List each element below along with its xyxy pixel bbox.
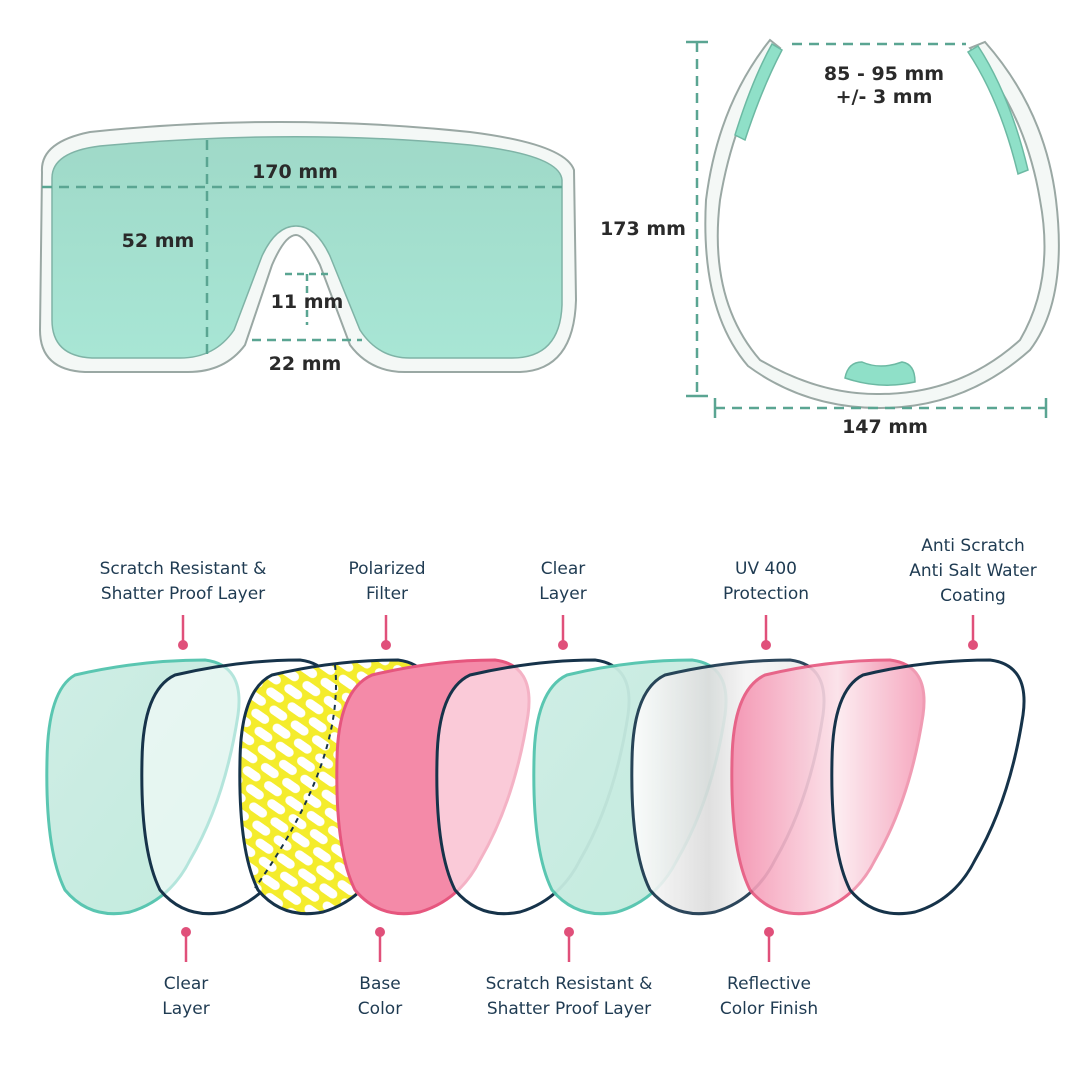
label-uv400-2: Protection [723, 584, 809, 604]
front-lens [51, 136, 563, 359]
top-layer-labels: Scratch Resistant & Shatter Proof Layer … [100, 536, 1037, 606]
label-polarized-2: Filter [366, 584, 408, 604]
label-anti-scratch-1: Anti Scratch [921, 536, 1025, 556]
pointer-dot [178, 640, 188, 650]
pointer-dot [381, 640, 391, 650]
label-scratch-resistant-top-2: Shatter Proof Layer [101, 584, 265, 604]
label-clear-bottom-2: Layer [162, 999, 209, 1019]
front-height-label: 52 mm [122, 230, 195, 252]
label-clear-bottom-1: Clear [164, 974, 208, 994]
pointer-dot [564, 927, 574, 937]
label-reflective-2: Color Finish [720, 999, 818, 1019]
label-anti-scratch-3: Coating [940, 586, 1006, 606]
top-frame [704, 38, 1060, 410]
pointer-dot [968, 640, 978, 650]
lens-layer-stack [45, 658, 1026, 916]
front-width-label: 170 mm [252, 161, 338, 183]
label-anti-scratch-2: Anti Salt Water [909, 561, 1036, 581]
pointer-dot [761, 640, 771, 650]
bottom-layer-labels: Clear Layer Base Color Scratch Resistant… [162, 974, 818, 1019]
bottom-pointers [181, 927, 774, 962]
pointer-dot [181, 927, 191, 937]
bridge-height-label: 11 mm [271, 291, 344, 313]
label-scratch-resistant-bottom-1: Scratch Resistant & [486, 974, 653, 994]
top-pointers [178, 615, 978, 650]
label-uv400-1: UV 400 [735, 559, 797, 579]
left-temple-tip [734, 42, 783, 142]
label-polarized-1: Polarized [348, 559, 425, 579]
pointer-dot [558, 640, 568, 650]
label-clear-top-2: Layer [539, 584, 586, 604]
pointer-dot [375, 927, 385, 937]
bridge-width-label: 22 mm [269, 353, 342, 375]
front-view: 170 mm 52 mm 11 mm 22 mm [38, 121, 578, 375]
label-reflective-1: Reflective [727, 974, 811, 994]
top-view: 85 - 95 mm +/- 3 mm 173 mm 147 mm [600, 38, 1060, 438]
label-scratch-resistant-top-1: Scratch Resistant & [100, 559, 267, 579]
top-width-label: 147 mm [842, 416, 928, 438]
polarized-divider [254, 664, 337, 889]
label-clear-top-1: Clear [541, 559, 585, 579]
label-base-color-2: Color [358, 999, 402, 1019]
top-depth-label: 173 mm [600, 218, 686, 240]
nose-pad [844, 361, 916, 386]
temple-tolerance-label: +/- 3 mm [836, 86, 933, 108]
label-base-color-1: Base [359, 974, 400, 994]
pointer-dot [764, 927, 774, 937]
layer-reflective-color-finish [730, 658, 926, 916]
right-temple-tip [966, 44, 1029, 176]
temple-spread-label: 85 - 95 mm [824, 63, 944, 85]
layer-anti-scratch-coating [830, 658, 1026, 916]
label-scratch-resistant-bottom-2: Shatter Proof Layer [487, 999, 651, 1019]
